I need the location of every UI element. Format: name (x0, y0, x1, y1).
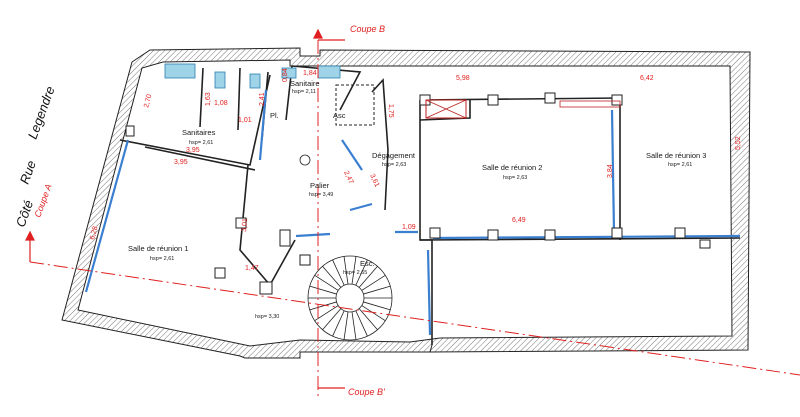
palier-marker (299, 154, 311, 166)
stair-tread (322, 265, 342, 288)
dim-6-49: 6,49 (512, 217, 526, 224)
room-reunion1-name: Salle de réunion 1 (128, 244, 188, 253)
cut-markers (25, 28, 345, 389)
outer-wall (61, 47, 751, 359)
stair-tread (351, 311, 357, 340)
street-label-legendre: Legendre (25, 84, 58, 141)
stair-tread (363, 285, 391, 295)
coupe-b-prime-label: Coupe B' (348, 387, 385, 397)
stair-tread (358, 308, 378, 331)
stair-tread (314, 305, 339, 322)
dim-1-84: 1,84 (303, 70, 317, 77)
room-palier-name: Palier (310, 181, 330, 190)
room-pl-name: Pl. (270, 111, 279, 120)
street-label-rue: Rue (17, 158, 39, 186)
dim-0-84: 0,84 (282, 68, 289, 82)
stair-tread (358, 265, 378, 288)
room-degagement-name: Dégagement (372, 151, 416, 160)
cut-lines (29, 40, 800, 400)
room-asc-name: Asc (333, 111, 346, 120)
dim-1-63: 1,63 (205, 92, 212, 106)
sanitary-fixtures (164, 63, 341, 89)
dim-3-61: 3,61 (368, 173, 380, 188)
dim-1-01: 1,01 (238, 117, 252, 124)
dim-5-98: 5,98 (456, 75, 470, 82)
stair-tread (322, 308, 342, 331)
dim-3-01: 3,01 (241, 218, 249, 232)
dim-2-47: 2,47 (342, 170, 354, 185)
stair-tread (343, 311, 349, 340)
stair-tread (309, 285, 337, 295)
lift-shaft (335, 84, 621, 126)
pillars (125, 92, 711, 295)
dim-6-42: 6,42 (640, 75, 654, 82)
stair-tread (363, 301, 391, 311)
windows (84, 89, 741, 336)
room-esc-name: Esc. (360, 259, 375, 268)
room-reunion3-hsp: hsp= 2,61 (668, 162, 692, 168)
coupe-a-label: Coupe A (32, 183, 53, 219)
dim-1-09: 1,09 (402, 224, 416, 231)
room-hsp330: hsp= 3,30 (255, 314, 279, 320)
room-reunion1-hsp: hsp= 2,61 (150, 256, 174, 262)
stair-tread (332, 310, 345, 337)
stair-tread (361, 274, 386, 291)
dim-3-95-bottom: 3,95 (174, 159, 188, 166)
stair-tread (332, 259, 345, 286)
dim-1-75: 1,75 (387, 104, 394, 118)
coupe-b-label: Coupe B (350, 24, 385, 34)
spiral-staircase (307, 255, 393, 341)
dim-5-52: 5,52 (735, 136, 742, 150)
dim-3-95-top: 3,95 (186, 147, 200, 154)
stair-tread (309, 301, 337, 311)
dim-2-70: 2,70 (143, 93, 153, 108)
room-degagement-hsp: hsp= 2,63 (382, 162, 406, 168)
room-sanitaire-hsp: hsp= 2,11 (292, 89, 316, 95)
stair-tread (343, 256, 349, 285)
dim-1-47: 1,47 (245, 265, 259, 272)
room-reunion3-name: Salle de réunion 3 (646, 151, 706, 160)
room-reunion2-name: Salle de réunion 2 (482, 163, 542, 172)
room-esc-hsp: hsp= 2,65 (343, 270, 367, 276)
room-sanitaires-hsp: hsp= 2,61 (189, 140, 213, 146)
stair-tread (355, 310, 368, 337)
dim-6-28: 6,28 (89, 225, 99, 240)
room-sanitaire-name: Sanitaire (290, 79, 320, 88)
dim-2-41: 2,41 (259, 92, 266, 106)
dim-1-08: 1,08 (214, 100, 228, 107)
room-palier-hsp: hsp= 3,49 (309, 192, 333, 198)
stair-tread (355, 259, 368, 286)
stair-tread (314, 274, 339, 291)
stair-tread (351, 256, 357, 285)
room-reunion2-hsp: hsp= 2,63 (503, 175, 527, 181)
room-sanitaires-name: Sanitaires (182, 128, 216, 137)
stair-tread (361, 305, 386, 322)
dim-3-84: 3,84 (607, 164, 614, 178)
